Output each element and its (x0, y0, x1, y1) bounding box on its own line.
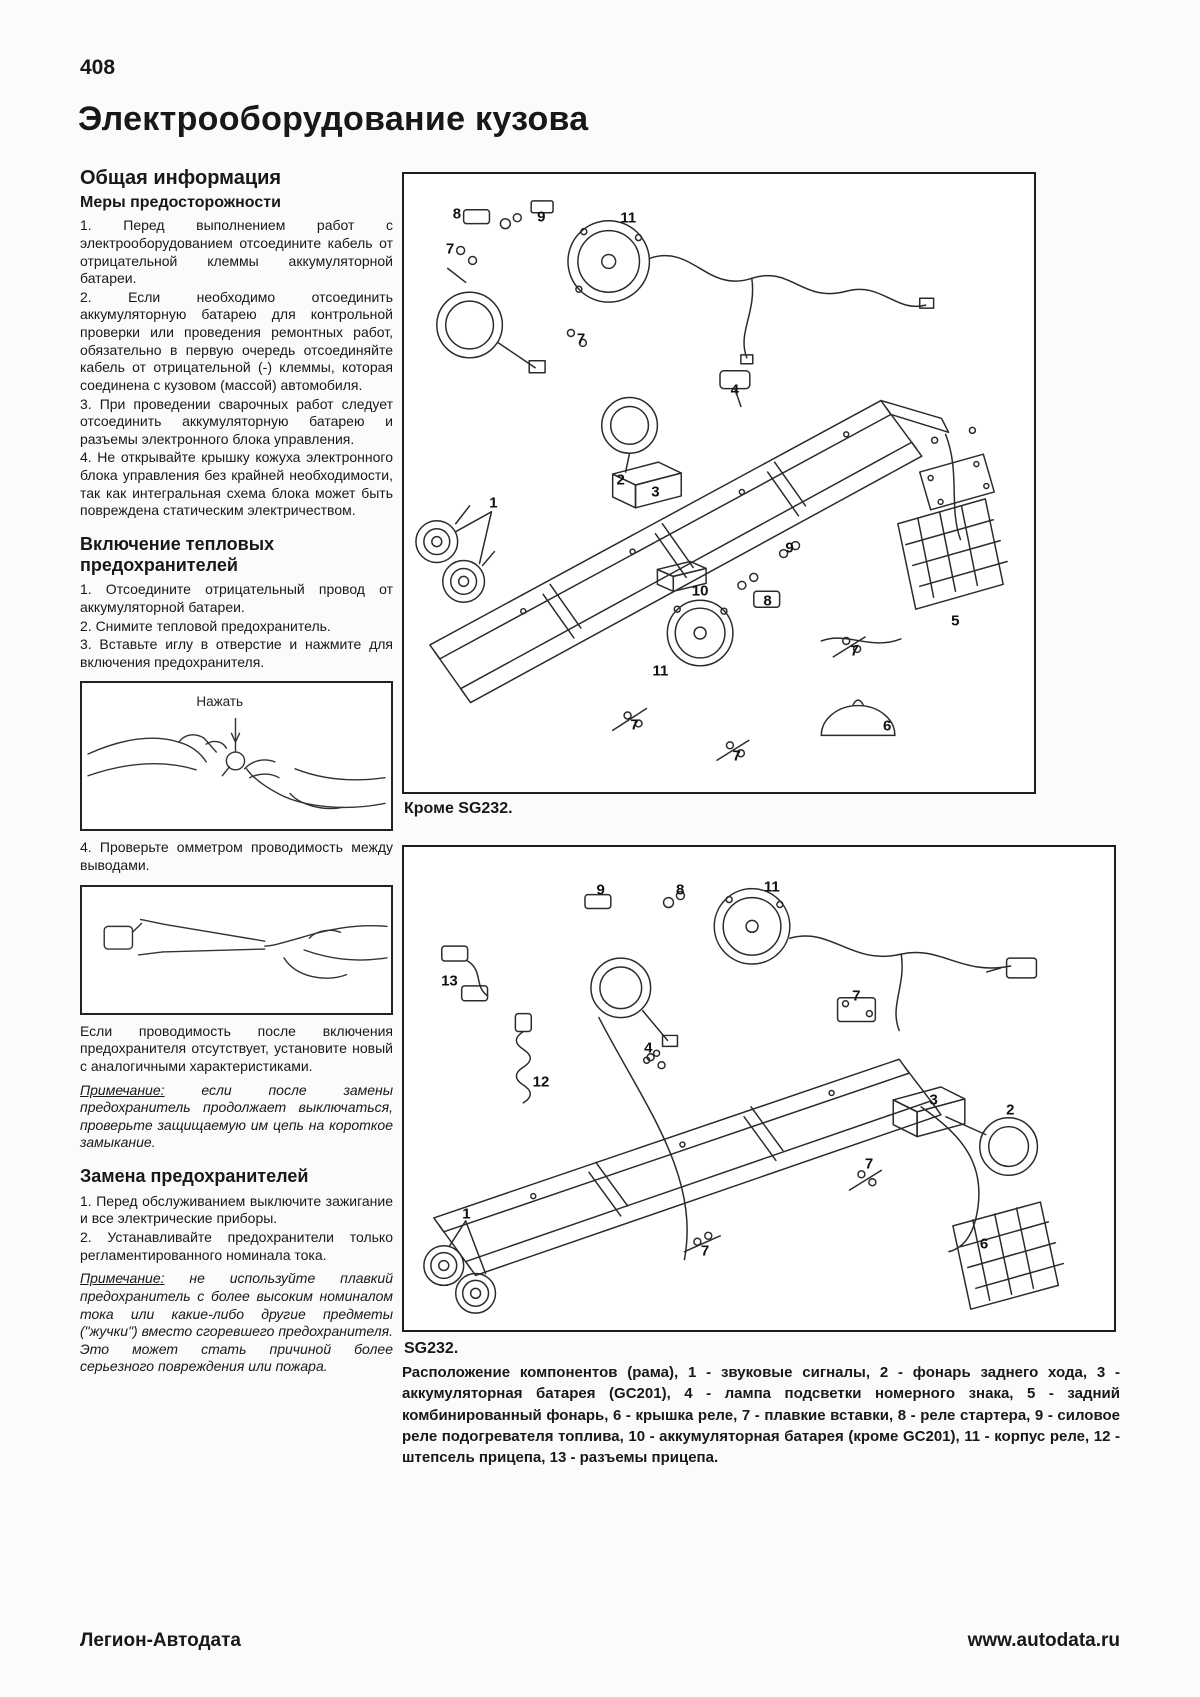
ohmmeter-illustration (103, 918, 388, 979)
diagram-callout: 7 (700, 1242, 710, 1260)
note-label: Примечание: (80, 1270, 165, 1287)
precaution-item: 4. Не открывайте крышку кожуха электронн… (80, 449, 393, 519)
diagram-callout: 7 (445, 240, 455, 258)
page-number: 408 (80, 56, 116, 79)
thermal-step: 4. Проверьте омметром проводимость между… (80, 839, 393, 874)
callout-layer-top: 8 9 7 11 7 4 2 3 1 9 10 8 11 7 5 6 7 7 (404, 174, 1034, 792)
diagram-callout: 8 (452, 205, 462, 223)
replacement-step: 1. Перед обслуживанием выключите зажиган… (80, 1192, 393, 1227)
diagram-callout: 8 (676, 881, 685, 898)
section-heading-thermal-fuses: Включение тепловых предохранителей (80, 533, 275, 575)
diagram-callout: 7 (852, 987, 861, 1005)
diagram-callout: 6 (883, 717, 892, 735)
diagram-callout: 11 (620, 209, 637, 227)
note-replacement: Примечание: не используйте плавкий предо… (80, 1270, 393, 1376)
note-text: не используйте плавкий предохранитель с … (80, 1270, 393, 1375)
diagram-callout: 9 (537, 208, 546, 226)
diagram-callout: 2 (616, 471, 625, 489)
caption-top-diagram: Кроме SG232. (404, 800, 513, 817)
diagram-callout: 5 (951, 612, 960, 630)
callout-layer-bottom: 9 8 11 13 7 4 12 3 2 7 1 6 7 (404, 847, 1114, 1330)
diagram-callout: 2 (1006, 1101, 1015, 1119)
note-text: если после замены предохранитель продолж… (80, 1081, 393, 1151)
figure-frame-components-except-sg232: 8 9 7 11 7 4 2 3 1 9 10 8 11 7 5 6 7 7 (402, 172, 1036, 794)
diagram-callout: 9 (785, 539, 794, 557)
thermal-step: 2. Снимите тепловой предохранитель. (80, 617, 331, 634)
caption-bottom-diagram: SG232. (404, 1340, 459, 1357)
note-thermal: Примечание: если после замены предохрани… (80, 1082, 393, 1153)
replacement-step: 2. Устанавливайте предохранители только … (80, 1229, 393, 1263)
diagram-callout: 11 (652, 662, 669, 680)
diagram-callout: 4 (644, 1039, 653, 1057)
thermal-step: 3. Вставьте иглу в отверстие и нажмите д… (80, 636, 393, 670)
diagram-callout: 6 (979, 1235, 989, 1253)
website-footer: www.autodata.ru (967, 1630, 1120, 1651)
subheading-precautions: Меры предосторожности (80, 194, 281, 212)
diagram-callout: 11 (763, 878, 780, 896)
diagram-callout: 9 (596, 881, 605, 898)
diagram-callout: 7 (864, 1155, 874, 1173)
diagram-callout: 12 (532, 1073, 550, 1091)
diagram-callout: 3 (651, 483, 660, 501)
figure-ohmmeter-check (80, 884, 393, 1015)
diagram-callout: 13 (441, 972, 458, 990)
precaution-item: 3. При проведении сварочных работ следуе… (80, 395, 393, 447)
page-title: Электрооборудование кузова (78, 100, 589, 138)
diagram-callout: 7 (630, 716, 639, 734)
diagram-callout: 1 (489, 494, 498, 512)
note-label: Примечание: (80, 1081, 165, 1098)
section-heading-general-info: Общая информация (80, 167, 282, 189)
frame-exploded-diagram-art-sg232 (423, 887, 1065, 1314)
figure-frame-components-sg232: 9 8 11 13 7 4 12 3 2 7 1 6 7 (402, 845, 1116, 1332)
components-legend: Расположение компонентов (рама), 1 - зву… (402, 1364, 1120, 1467)
conductivity-text: Если проводимость после включения предох… (80, 1022, 393, 1074)
thermal-step: 1. Отсоедините отрицательный провод от а… (80, 581, 393, 615)
diagram-callout: 8 (763, 592, 772, 610)
diagram-callout: 10 (691, 582, 709, 600)
diagram-callout: 1 (462, 1205, 471, 1223)
hand-press-illustration (87, 718, 386, 810)
precaution-item: 1. Перед выполнением работ с электрообор… (80, 217, 393, 287)
diagram-callout: 4 (730, 381, 739, 399)
publisher-footer: Легион-Автодата (80, 1630, 241, 1651)
precaution-item: 2. Если необходимо отсоединить аккумулят… (80, 288, 393, 393)
section-heading-fuse-replacement: Замена предохранителей (80, 1166, 309, 1187)
text-column: Общая информация Меры предосторожности 1… (80, 166, 393, 1377)
figure-annotation-press: Нажать (196, 694, 244, 710)
figure-press-thermal-fuse: Нажать (80, 681, 393, 832)
diagram-callout: 7 (576, 330, 586, 348)
diagram-callout: 7 (850, 642, 859, 660)
frame-exploded-diagram-art (415, 200, 1008, 761)
diagram-callout: 3 (929, 1091, 938, 1109)
diagram-callout: 7 (732, 747, 741, 765)
